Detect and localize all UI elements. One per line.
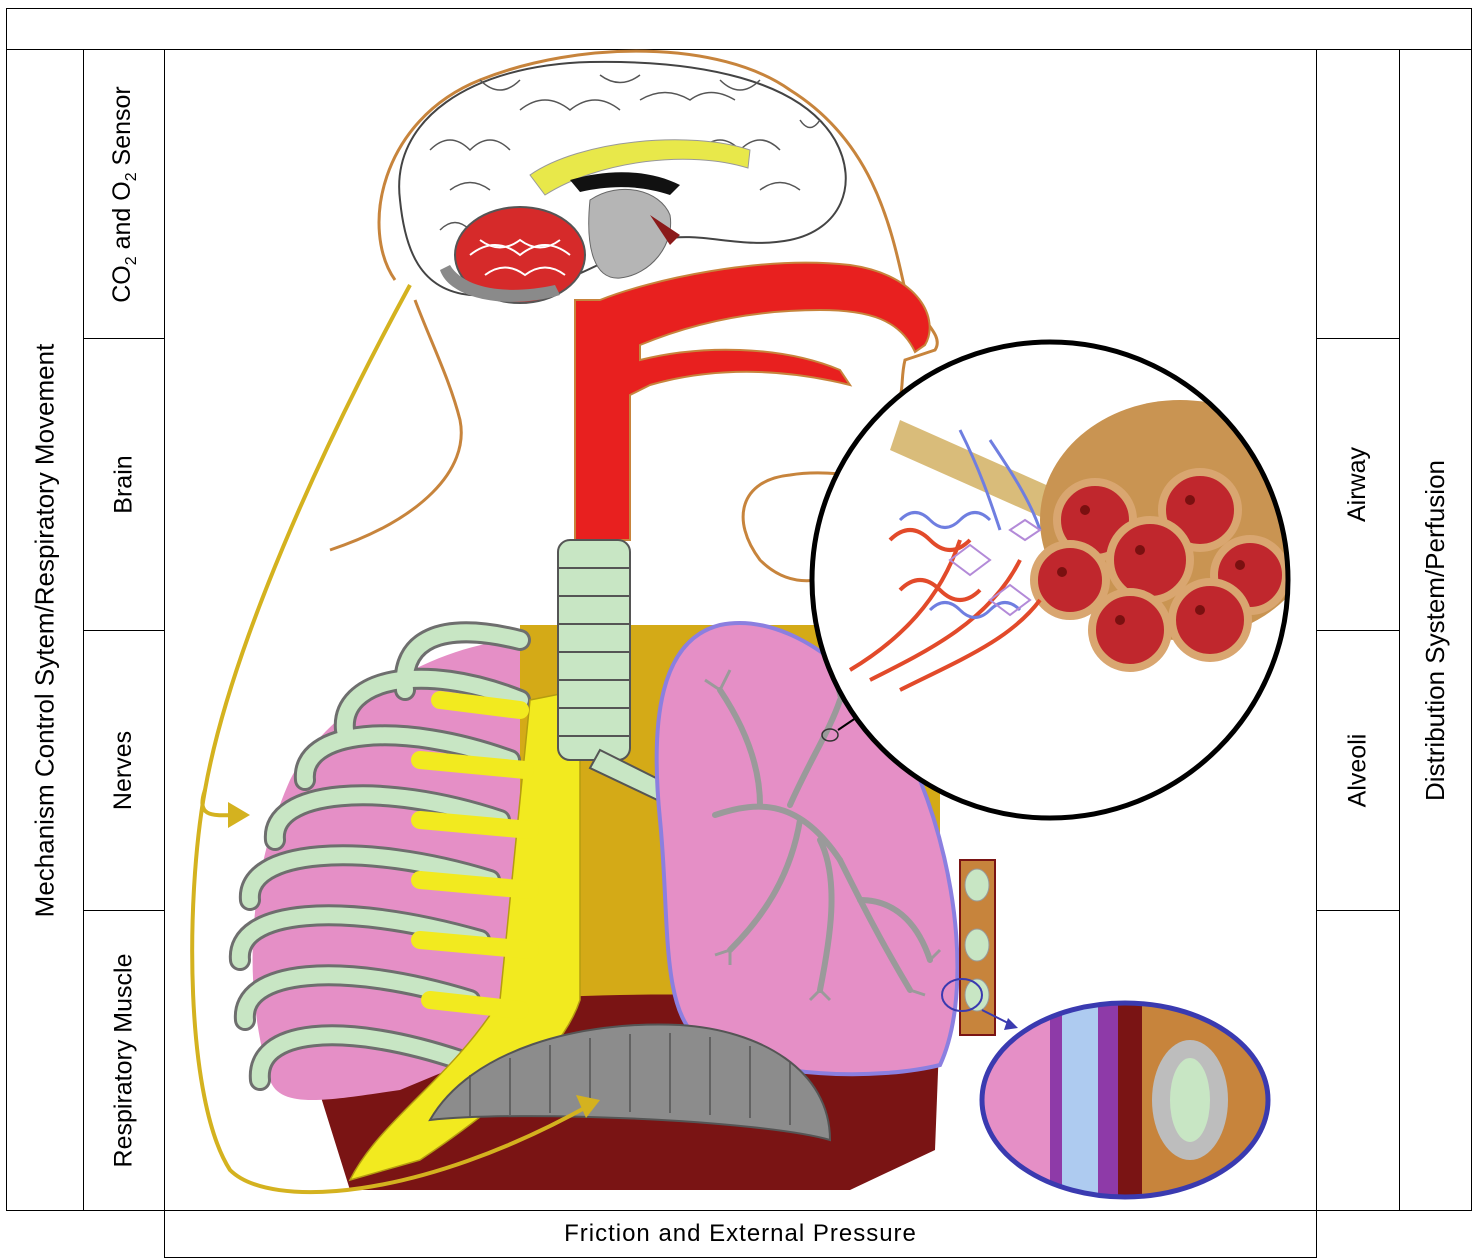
wall-layers-zoom: [980, 1000, 1272, 1200]
left-cell-sensor: CO2 and O2 Sensor: [83, 49, 165, 339]
brain-label: Brain: [110, 455, 139, 513]
left-cell-brain: Brain: [83, 338, 165, 631]
airway-label: Airway: [1343, 447, 1372, 522]
top-header: [6, 8, 1472, 50]
nerves-label: Nerves: [110, 731, 139, 810]
bottom-label: Friction and External Pressure: [564, 1220, 917, 1248]
left-outer-label: Mechanism Control Sytem/Respiratory Move…: [30, 343, 61, 917]
right-outer-label: Distribution System/Perfusion: [1420, 459, 1451, 800]
right-outer-column: Distribution System/Perfusion: [1399, 49, 1472, 1211]
bottom-label-box: Friction and External Pressure: [164, 1210, 1317, 1258]
sensor-label: CO2 and O2 Sensor: [108, 86, 141, 303]
alveoli-label: Alveoli: [1344, 734, 1373, 808]
left-outer-column: Mechanism Control Sytem/Respiratory Move…: [6, 49, 84, 1211]
respiratory-system-illustration: [164, 49, 1317, 1211]
right-cell-bottom: [1316, 910, 1400, 1211]
respiratory-muscle-label: Respiratory Muscle: [110, 954, 139, 1168]
nerve-arrow-head-upper: [228, 802, 250, 828]
left-cell-respiratory-muscle: Respiratory Muscle: [83, 910, 165, 1211]
right-cell-alveoli: Alveoli: [1316, 630, 1400, 911]
left-cell-nerves: Nerves: [83, 630, 165, 911]
right-cell-top: [1316, 49, 1400, 339]
right-cell-airway: Airway: [1316, 338, 1400, 631]
alveoli-zoom-circle: [812, 342, 1317, 818]
